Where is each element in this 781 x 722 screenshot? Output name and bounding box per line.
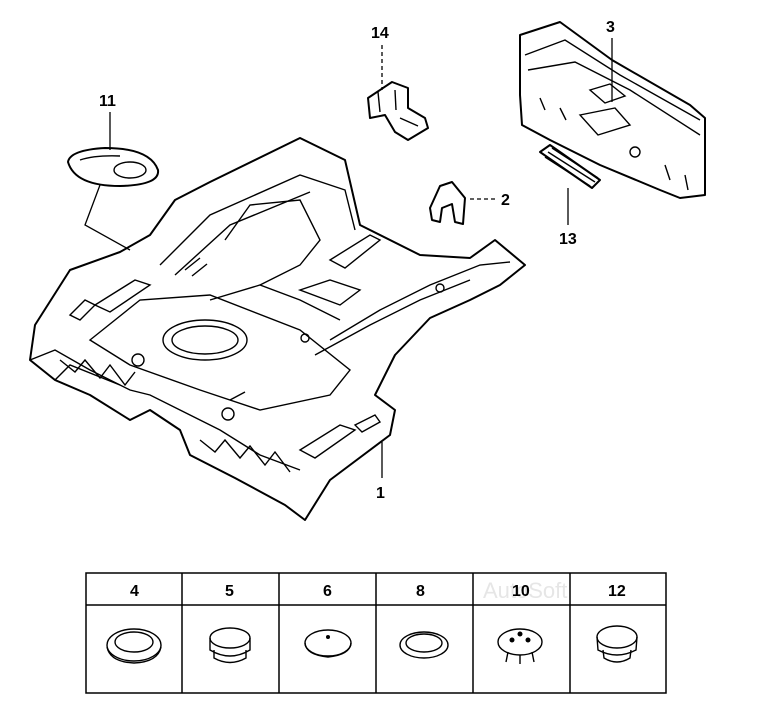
plug-table-label: 4 [130,583,139,600]
watermark: AutoSoft [483,578,567,603]
plug-flat-icon [304,629,352,658]
plug-table-label: 6 [323,583,332,600]
callout-14: 14 [371,25,389,42]
plug-vented-icon [497,628,543,664]
plug-table-label: 5 [225,583,234,600]
callout-2: 2 [501,192,510,209]
plug-table-label: 8 [416,583,425,600]
bracket-part[interactable] [367,81,429,141]
grommet-flanged-icon [106,628,162,664]
callout-3: 3 [606,19,615,36]
plug-table-label: 12 [608,583,626,600]
plug-table: AutoSoft 4 5 6 8 10 12 [85,572,667,694]
callout-1: 1 [376,485,385,502]
callout-11: 11 [99,93,116,110]
plug-dome-icon [596,625,638,663]
callout-13: 13 [559,231,577,248]
clip-part[interactable] [429,181,466,225]
floor-pan-part[interactable] [29,137,526,521]
grille-part[interactable] [539,144,601,189]
plug-oval-icon [399,631,449,659]
leader-11 [84,112,131,251]
plug-table-label: 10 [512,583,530,600]
plug-tall-icon [209,627,251,664]
round-cover-part[interactable] [67,147,160,187]
